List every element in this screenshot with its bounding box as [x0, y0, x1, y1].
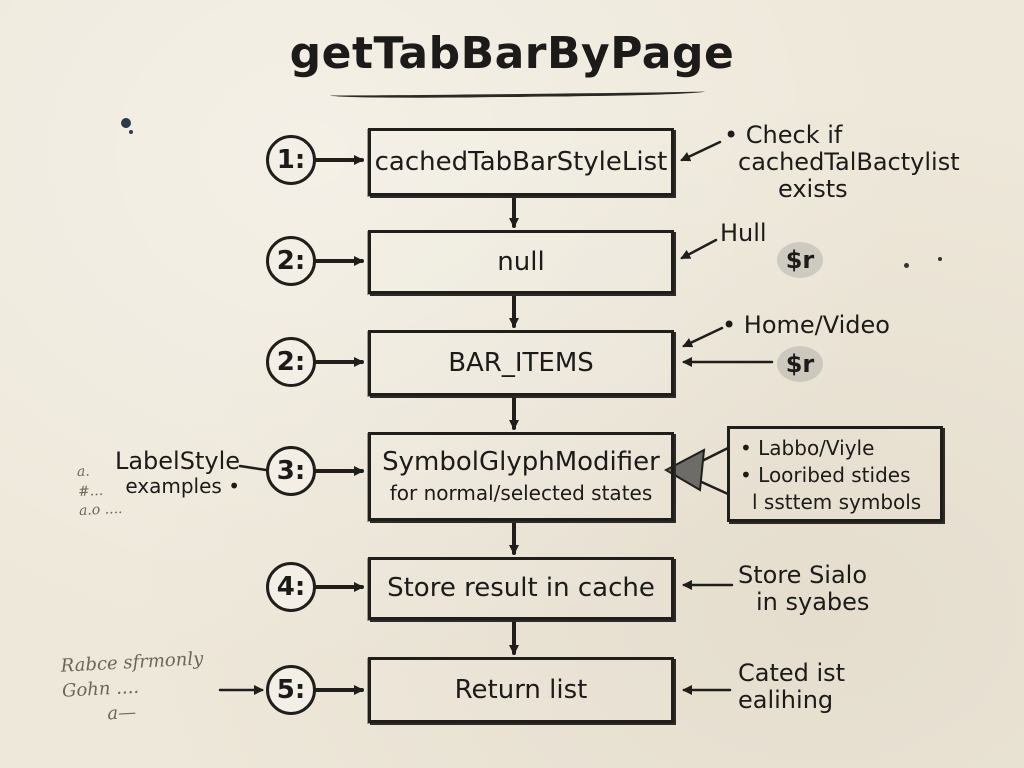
note-line: LabelStyle: [114, 447, 240, 475]
note-null: Hull: [720, 220, 767, 247]
note-line: cachedTalBactylist: [738, 147, 960, 176]
step-box-null: null: [368, 230, 674, 294]
step-label: Return list: [454, 674, 588, 705]
note-line: Cated ist: [738, 659, 846, 687]
note-home-video: • Home/Video: [722, 312, 890, 339]
faint-scrawl: a. #... a.o ....: [76, 461, 123, 522]
step-box-cached-list: cachedTabBarStyleList: [368, 128, 674, 196]
side-box-item: l ssttem symbols: [752, 490, 922, 514]
selector-wedge: [663, 448, 706, 492]
faint-scrawl: Rabce sfrmonly Gohn .... a—: [60, 646, 206, 729]
step-marker-2b: 2:: [266, 337, 316, 387]
scrawl-line: a.: [76, 463, 91, 481]
note-line: • Home/Video: [722, 311, 890, 339]
note-line: in syabes: [756, 587, 870, 616]
ink-speck: [904, 263, 909, 268]
scrawl-line: #...: [77, 482, 104, 500]
ink-speck: [129, 130, 133, 134]
note-arrow: [238, 464, 268, 472]
note-arrow: [682, 326, 724, 348]
step-marker-2: 2:: [266, 236, 316, 286]
note-line: ealihing: [738, 685, 834, 714]
step-marker-1: 1:: [266, 135, 316, 185]
step-label: Store result in cache: [387, 573, 655, 604]
symbol-examples-box: • Labbo/Viyle • Looribed stides l ssttem…: [727, 426, 943, 522]
scrawl-line: a.o ....: [78, 501, 123, 520]
note-line: • Check if: [724, 121, 843, 149]
note-line: Store Sialo: [738, 561, 868, 589]
note-check-cache: • Check if cachedTalBactylist exists: [724, 122, 960, 203]
step-box-return-list: Return list: [368, 657, 674, 723]
step-marker-5: 5:: [266, 665, 316, 715]
note-badge: $r: [777, 346, 823, 382]
note-arrow: [680, 140, 722, 162]
step-box-store-cache: Store result in cache: [368, 557, 674, 620]
step-label: BAR_ITEMS: [448, 347, 594, 378]
step-label: cachedTabBarStyleList: [374, 146, 668, 177]
step-box-bar-items: BAR_ITEMS: [368, 330, 674, 396]
step-sublabel: for normal/selected states: [389, 480, 653, 505]
note-badge: $r: [777, 242, 823, 278]
side-box-item: • Labbo/Viyle: [740, 436, 875, 460]
step-label: null: [497, 246, 545, 277]
step-marker-3: 3:: [266, 446, 316, 496]
step-label: SymbolGlyphModifier: [382, 447, 660, 478]
side-box-item: • Looribed stides: [740, 463, 911, 487]
ink-speck: [938, 257, 942, 261]
note-label-style: LabelStyle examples •: [104, 447, 240, 498]
note-return: Cated ist ealihing: [738, 660, 845, 714]
note-store: Store Sialo in syabes: [738, 562, 869, 616]
ink-speck: [121, 118, 131, 128]
note-line: examples •: [125, 473, 240, 498]
step-box-glyph-modifier: SymbolGlyphModifier for normal/selected …: [368, 432, 674, 521]
note-arrow: [680, 238, 718, 260]
note-line: exists: [778, 174, 848, 203]
note-line: Hull: [720, 219, 767, 247]
page-title: getTabBarByPage: [289, 28, 735, 79]
step-marker-4: 4:: [266, 562, 316, 612]
